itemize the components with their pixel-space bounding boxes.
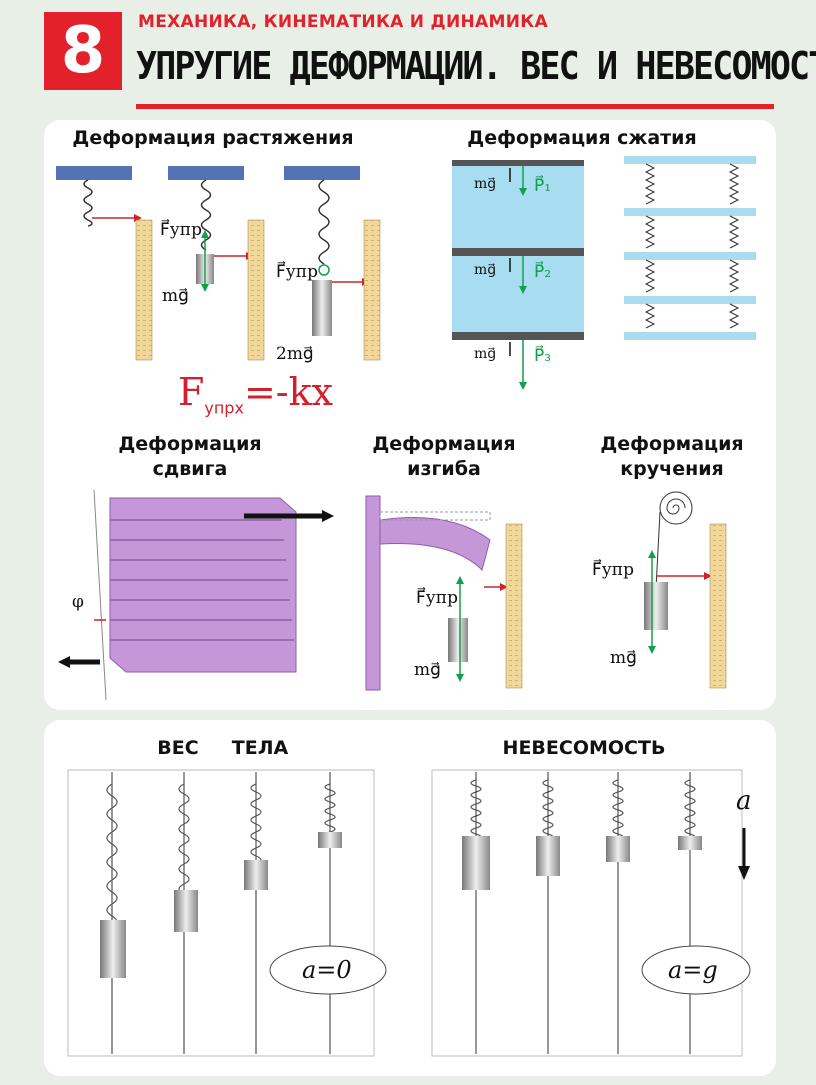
a-zero-bubble: [269, 945, 387, 995]
bending-f-upr: F⃗упр: [416, 588, 458, 608]
tension-setup-1: [56, 166, 153, 361]
tension-heading: Деформация растяжения: [72, 127, 354, 149]
bending-mg: mg⃗: [414, 660, 441, 680]
tension-f-upr-2: F⃗упр: [276, 262, 318, 282]
section-subtitle: МЕХАНИКА, КИНЕМАТИКА И ДИНАМИКА: [138, 12, 548, 32]
compression-mg-2: mg⃗: [474, 262, 497, 278]
shear-phi: φ: [72, 592, 84, 612]
weightless-mass-1: [462, 836, 490, 890]
title-underline: [136, 104, 774, 109]
page-title: УПРУГИЕ ДЕФОРМАЦИИ. ВЕС И НЕВЕСОМОСТЬ: [136, 44, 816, 88]
acceleration-label: a: [736, 786, 752, 816]
compression-heading: Деформация сжатия: [467, 127, 697, 149]
section-number: 8: [44, 12, 122, 90]
weight-mass-3: [244, 860, 268, 890]
weight-mass-1: [100, 920, 126, 978]
tension-mg-2: 2mg⃗: [276, 344, 314, 364]
compression-springs: [624, 156, 756, 340]
hooke-formula: Fупрx=-kx: [178, 370, 334, 418]
tension-mg-1: mg⃗: [162, 286, 189, 306]
torsion-f-upr: F⃗упр: [592, 560, 634, 580]
weight-heading-tela: ТЕЛА: [231, 737, 289, 759]
weightlessness-heading: НЕВЕСОМОСТЬ: [502, 737, 666, 759]
compression-mg-3: mg⃗: [474, 346, 497, 362]
a-g-bubble: [641, 945, 751, 995]
weight-panel: ВЕС ТЕЛА НЕВЕСОМОСТЬ: [44, 720, 776, 1076]
deformations-diagram: [56, 156, 756, 701]
torsion-mg: mg⃗: [610, 648, 637, 668]
deformations-panel: Деформация растяжения F⃗упр mg⃗ F⃗упр 2m…: [44, 120, 776, 710]
weightless-mass-3: [606, 836, 630, 862]
compression-p-3: P⃗₃: [534, 346, 552, 366]
weightless-mass-4: [678, 836, 702, 850]
compression-mg-1: mg⃗: [474, 176, 497, 192]
weightless-mass-2: [536, 836, 560, 876]
a-g-label: a=g: [668, 956, 718, 984]
weight-heading-ves: ВЕС: [157, 737, 199, 759]
weight-mass-4: [318, 832, 342, 848]
compression-stack: [452, 160, 584, 390]
tension-f-upr-1: F⃗упр: [160, 220, 202, 240]
tension-setup-3: [284, 166, 381, 361]
weight-springs: [106, 772, 336, 1054]
shear-block: [58, 489, 334, 701]
weight-mass-2: [174, 890, 198, 932]
compression-p-2: P⃗₂: [534, 262, 552, 282]
torsion-setup: [644, 491, 727, 689]
weight-diagram: [67, 769, 751, 1057]
compression-p-1: P⃗₁: [534, 176, 552, 196]
tension-setup-2: [168, 166, 265, 361]
weightless-springs: [470, 772, 696, 1054]
bending-beam: [365, 495, 523, 691]
a-zero-label: a=0: [302, 956, 352, 984]
